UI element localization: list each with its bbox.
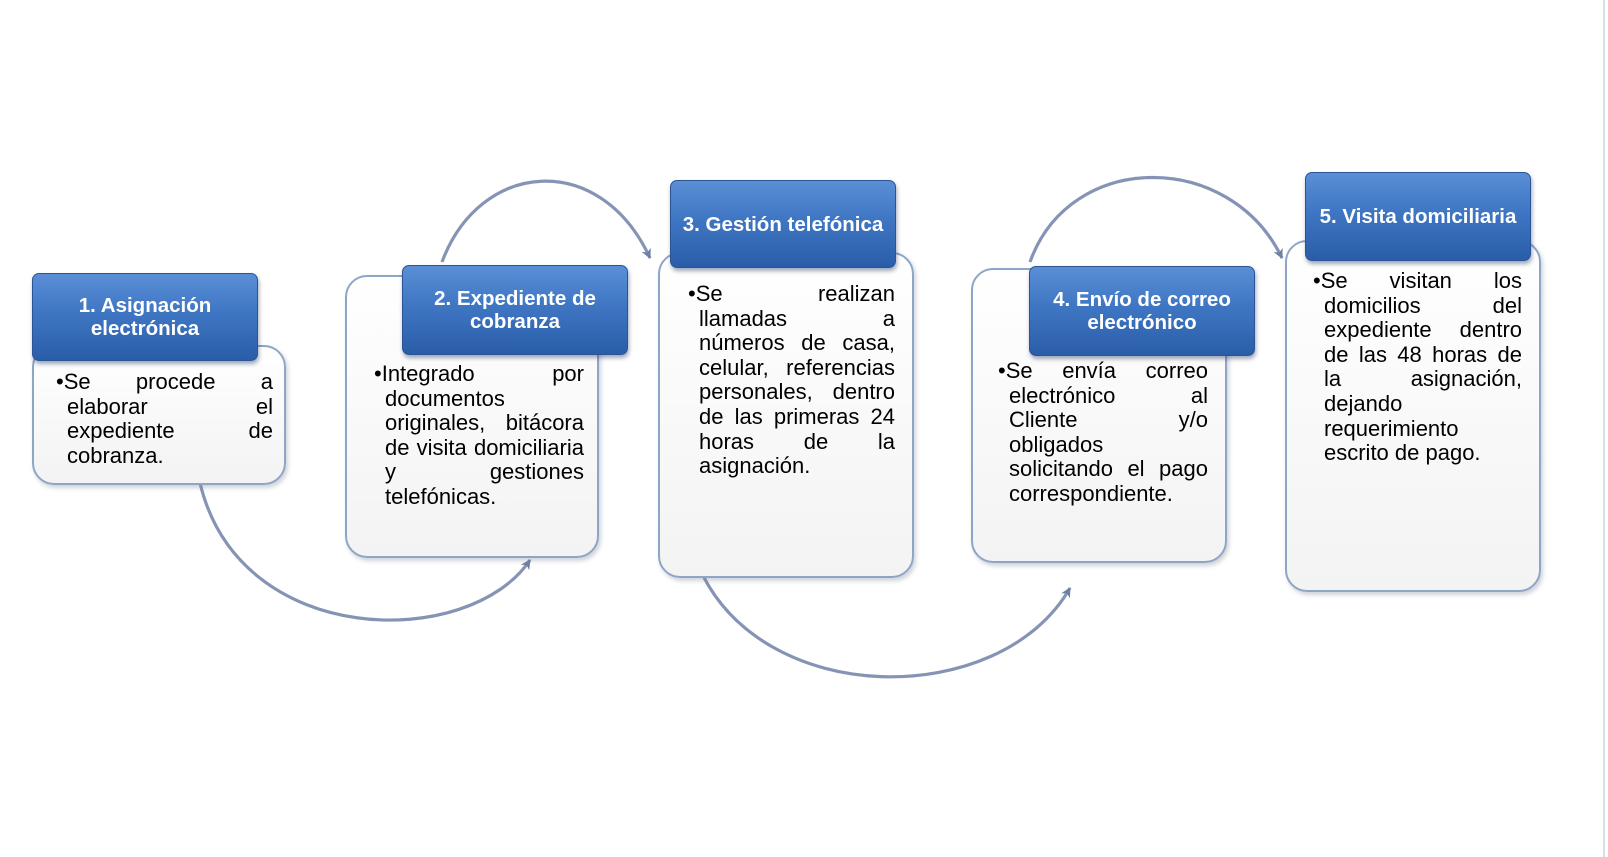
page-right-edge bbox=[1603, 0, 1605, 857]
arrow-4-to-5 bbox=[1028, 175, 1284, 263]
step-3-title: 3. Gestión telefónica bbox=[682, 212, 884, 236]
step-1-card bbox=[32, 345, 286, 485]
step-4-title: 4. Envío de correo electrónico bbox=[1053, 288, 1231, 334]
step-2-description: •Integrado por documentos originales, bi… bbox=[374, 361, 584, 509]
step-5-description: •Se visitan los domicilios del expedient… bbox=[1313, 268, 1522, 466]
step-5-title-box: 5. Visita domiciliaria bbox=[1305, 172, 1531, 261]
step-3-title-box: 3. Gestión telefónica bbox=[670, 180, 896, 268]
arrow-1-to-2 bbox=[198, 482, 532, 622]
step-4-description: •Se envía correo electrónico al Cliente … bbox=[998, 358, 1208, 506]
step-2-title-box: 2. Expediente de cobranza bbox=[402, 265, 628, 355]
arrow-3-to-4 bbox=[696, 564, 1072, 679]
step-3-description: •Se realizan llamadas a números de casa,… bbox=[688, 281, 895, 479]
step-1-title-box: 1. Asignación electrónica bbox=[32, 273, 258, 361]
step-1-title: 1. Asignación electrónica bbox=[78, 294, 212, 340]
step-5-title: 5. Visita domiciliaria bbox=[1319, 205, 1517, 228]
step-1-description: •Se procede a elaborar el expediente de … bbox=[56, 369, 273, 468]
step-2-title: 2. Expediente de cobranza bbox=[434, 287, 596, 333]
step-3-card bbox=[658, 252, 914, 578]
step-4-title-box: 4. Envío de correo electrónico bbox=[1029, 266, 1255, 356]
arrow-2-to-3 bbox=[440, 179, 652, 263]
step-5-card bbox=[1285, 240, 1541, 592]
